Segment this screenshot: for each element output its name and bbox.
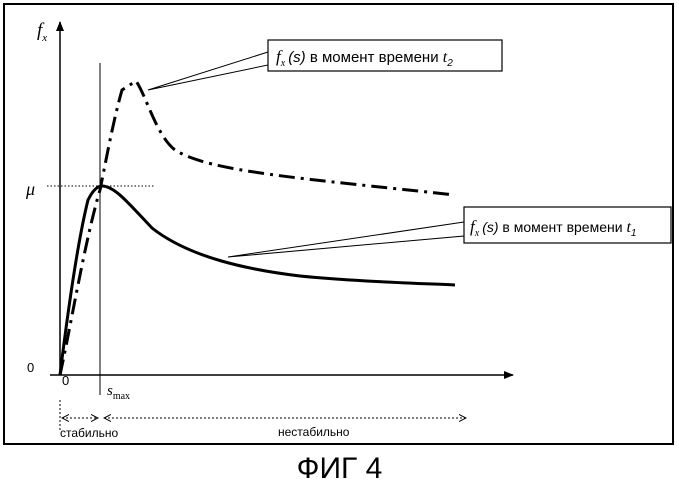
unstable-zone-label: нестабильно	[278, 425, 350, 439]
origin-x-label: 0	[62, 373, 69, 388]
callout-t1-leader	[228, 222, 464, 257]
stable-zone-label: стабильно	[60, 426, 118, 440]
s-max-label: smax	[107, 383, 130, 402]
curve-t2	[60, 81, 455, 375]
curve-t1	[60, 186, 455, 375]
origin-y-label: 0	[27, 360, 34, 375]
callout-t2-text: fx(s) в момент времени t2	[276, 47, 453, 69]
y-axis-label: fx	[37, 20, 47, 44]
callout-t2-leader	[148, 52, 268, 90]
mu-label: μ	[25, 179, 35, 199]
figure-caption: ФИГ 4	[0, 452, 679, 486]
